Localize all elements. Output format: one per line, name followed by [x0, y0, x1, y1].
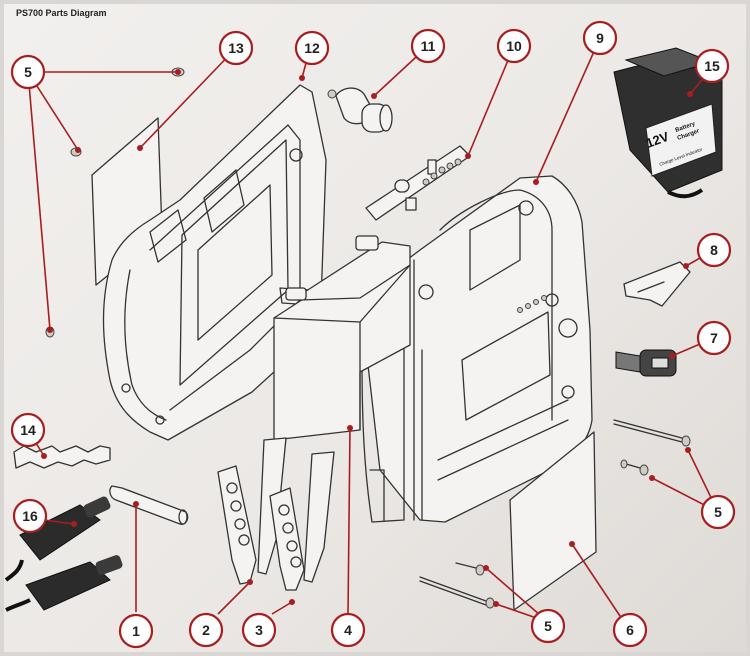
- callout-4: 4: [330, 612, 366, 648]
- svg-text:2: 2: [202, 622, 210, 638]
- callout-8: 8: [696, 232, 732, 268]
- svg-text:9: 9: [596, 30, 604, 46]
- part-16-plug-leads: [4, 496, 123, 612]
- part-11-dc-socket: [327, 87, 393, 133]
- svg-text:13: 13: [228, 40, 244, 56]
- callout-7: 7: [696, 320, 732, 356]
- svg-text:5: 5: [714, 504, 722, 520]
- callout-1: 1: [118, 613, 154, 649]
- svg-text:11: 11: [421, 38, 436, 54]
- callout-14: 14: [10, 412, 46, 448]
- svg-text:1: 1: [132, 623, 140, 639]
- callout-5-bottom: 5: [530, 608, 566, 644]
- callout-16: 16: [12, 498, 48, 534]
- callout-9: 9: [582, 20, 618, 56]
- svg-text:5: 5: [24, 64, 32, 80]
- svg-text:7: 7: [710, 330, 718, 346]
- svg-text:6: 6: [626, 622, 634, 638]
- svg-text:8: 8: [710, 242, 718, 258]
- part-5-screws-right: [613, 419, 691, 476]
- part-4-battery: [273, 235, 411, 441]
- diagram-title: PS700 Parts Diagram: [16, 8, 107, 18]
- svg-text:16: 16: [22, 508, 38, 524]
- part-3-clamp: [269, 451, 335, 591]
- part-8-key: [623, 261, 691, 307]
- part-5-screws-bottom: [419, 562, 495, 609]
- part-7-usb-socket: [615, 349, 677, 377]
- callout-13: 13: [218, 30, 254, 66]
- part-6-label-sheet: [509, 431, 597, 611]
- svg-text:4: 4: [344, 622, 352, 638]
- callout-10: 10: [496, 28, 532, 64]
- callout-5-right: 5: [700, 494, 736, 530]
- svg-text:15: 15: [704, 58, 720, 74]
- part-10-circuit-board: [365, 145, 471, 221]
- svg-text:12: 12: [304, 40, 320, 56]
- callout-2: 2: [188, 612, 224, 648]
- svg-text:14: 14: [20, 422, 36, 438]
- callout-11: 11: [410, 28, 446, 64]
- callout-15: 15: [694, 48, 730, 84]
- svg-text:3: 3: [255, 622, 263, 638]
- svg-text:5: 5: [544, 618, 552, 634]
- part-15-charger: 12V Battery Charger Charge Level Indicat…: [613, 47, 723, 199]
- part-1-tube: [109, 485, 189, 525]
- callout-6: 6: [612, 612, 648, 648]
- callout-3: 3: [241, 612, 277, 648]
- callout-5-left: 5: [10, 54, 46, 90]
- svg-text:10: 10: [506, 38, 522, 54]
- part-14-fuse: [13, 445, 111, 469]
- callout-12: 12: [294, 30, 330, 66]
